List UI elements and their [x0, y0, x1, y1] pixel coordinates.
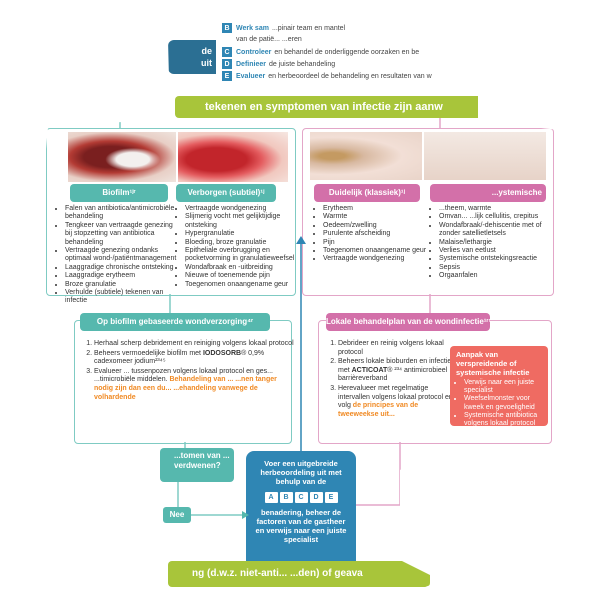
list-item: Orgaanfalen — [439, 272, 557, 280]
reassessment-box: Voer een uitgebreide herbeoordeling uit … — [246, 451, 356, 571]
abcde-letter: D — [222, 59, 232, 69]
biofilm-list: Falen van antibiotica/antimicrobiële beh… — [56, 205, 177, 306]
abcde-verb: Werk sam — [236, 24, 269, 32]
list-item: Systemische ontstekingsreactie — [439, 255, 557, 263]
bottom-banner: ng (d.w.z. niet-anti... ...den) of geava — [168, 561, 430, 587]
left-tab-line1: de — [201, 46, 212, 56]
abcde-verb: Definieer — [236, 60, 266, 68]
systemic-box-list: Verwijs naar een juiste specialist Weefs… — [450, 379, 548, 428]
list-item: Verlies van eetlust — [439, 247, 557, 255]
abcde-letter: B — [222, 23, 232, 33]
abcde-letter: C — [222, 47, 232, 57]
right-plan-list: Debrideer en reinig volgens lokaal proto… — [326, 340, 458, 420]
list-item: Epitheliale overbrugging en pocketvormin… — [185, 247, 297, 264]
left-tab-line2: uit — [201, 58, 212, 68]
list-item: Debrideer en reinig volgens lokaal proto… — [338, 340, 458, 357]
list-item: Laaggradige erytheem — [65, 272, 177, 280]
mini-letter: A — [264, 492, 278, 503]
list-item: Sepsis — [439, 264, 557, 272]
reassessment-bottom-text: benadering, beheer de factoren van de ga… — [255, 508, 347, 544]
abcde-rest: en behandel de onderliggende oorzaken en… — [274, 48, 420, 56]
verborgen-header: Verborgen (subtiel)¹ʲ — [176, 184, 276, 202]
abcde-row-c: C Controleer en behandel de onderliggend… — [222, 46, 419, 58]
abcde-rest: de juiste behandeling — [268, 60, 336, 68]
left-dark-tab: de uit — [168, 40, 216, 74]
list-item: Wondafbraak/-dehiscentie met of zonder s… — [439, 222, 557, 239]
list-item: Weefselmonster voor kweek en gevoelighei… — [464, 395, 548, 411]
mini-letter: C — [294, 492, 308, 503]
list-item: Hypergranulatie — [185, 230, 297, 238]
abcde-row-b: B Werk sam ...pinair team en mantel — [222, 22, 345, 34]
no-label: Nee — [163, 507, 191, 523]
left-plan-header: Op biofilm gebaseerde wondverzorging⁴ʳ — [80, 313, 270, 331]
list-item: Erytheem — [323, 205, 433, 213]
list-item: ...theem, warmte — [439, 205, 557, 213]
list-item: Slijmerig vocht met gelijktijdige ontste… — [185, 213, 297, 230]
mini-letter: B — [279, 492, 293, 503]
systemisch-list: ...theem, warmte Omvan... ...lijk cellul… — [430, 205, 557, 281]
duidelijk-header: Duidelijk (klassiek)¹ʲ — [314, 184, 420, 202]
list-item: Omvan... ...lijk cellulitis, crepitus — [439, 213, 557, 221]
mini-letter: E — [324, 492, 338, 503]
list-item: Pijn — [323, 239, 433, 247]
list-item: Warmte — [323, 213, 433, 221]
mini-letter: D — [309, 492, 323, 503]
verborgen-list: Vertraagde wondgenezing Slijmerig vocht … — [176, 205, 297, 289]
list-item: Purulente afscheiding — [323, 230, 433, 238]
abcde-subline: van de patië... ...eren — [236, 36, 302, 43]
list-item: Systemische antibiotica volgens lokaal p… — [464, 412, 548, 428]
abcde-rest: en herbeoordeel de behandeling en result… — [268, 72, 432, 80]
list-item: Nieuwe of toenemende pijn — [185, 272, 297, 280]
list-item: Broze granulatie — [65, 281, 177, 289]
list-item: Verhulde (subtiele) tekenen van infectie — [65, 289, 177, 306]
signs-banner: tekenen en symptomen van infectie zijn a… — [175, 96, 505, 118]
list-item: Herevalueer met regelmatige intervallen … — [338, 385, 458, 419]
list-item: Beheers vermoedelijke biofilm met IODOSO… — [94, 350, 294, 367]
abcde-rest: ...pinair team en mantel — [271, 24, 346, 32]
list-item: Tengkeer van vertraagde genezing bij sto… — [65, 222, 177, 247]
list-item: Oedeem/zwelling — [323, 222, 433, 230]
abcde-row-e: E Evalueer en herbeoordeel de behandelin… — [222, 70, 432, 82]
list-item: Vertraagde genezing ondanks optimaal won… — [65, 247, 177, 264]
list-item: Malaise/lethargie — [439, 239, 557, 247]
symptoms-resolved-question: ...tomen van ... verdwenen? — [160, 448, 234, 482]
systemic-box-title: Aanpak van verspreidende of systemische … — [456, 350, 530, 377]
reassessment-top-text: Voer een uitgebreide herbeoordeling uit … — [260, 459, 342, 486]
list-item: Falen van antibiotica/antimicrobiële beh… — [65, 205, 177, 222]
list-item: Wondafbraak en -uitbreiding — [185, 264, 297, 272]
list-item: Toegenomen onaangename geur — [185, 281, 297, 289]
systemic-infection-box: Aanpak van verspreidende of systemische … — [450, 346, 548, 428]
abcde-verb: Controleer — [236, 48, 272, 56]
right-plan-header: Lokale behandelplan van de wondinfectie¹… — [326, 313, 490, 331]
systemisch-header: ...ystemische — [430, 184, 546, 202]
list-item: Toegenomen onaangename geur — [323, 247, 433, 255]
list-item: Verwijs naar een juiste specialist — [464, 379, 548, 395]
duidelijk-list: Erytheem Warmte Oedeem/zwelling Purulent… — [314, 205, 433, 264]
connector-line — [356, 442, 401, 506]
list-item: Bloeding, broze granulatie — [185, 239, 297, 247]
biofilm-header: Biofilm¹ʲʳ — [70, 184, 168, 202]
list-item: Laaggradige chronische ontsteking — [65, 264, 177, 272]
abcde-row-d: D Definieer de juiste behandeling — [222, 58, 335, 70]
abcde-mini-letters: A B C D E — [252, 492, 350, 503]
list-item: Vertraagde wondgenezing — [185, 205, 297, 213]
list-item: Herhaal scherp debridement en reiniging … — [94, 340, 294, 349]
list-item: Beheers lokale bioburden en infectie met… — [338, 358, 458, 384]
left-plan-list: Herhaal scherp debridement en reiniging … — [82, 340, 294, 403]
abcde-verb: Evalueer — [236, 72, 266, 80]
list-item: Evalueer ... tussenpozen volgens lokaal … — [94, 368, 294, 402]
abcde-letter: E — [222, 71, 232, 81]
list-item: Vertraagde wondgenezing — [323, 255, 433, 263]
